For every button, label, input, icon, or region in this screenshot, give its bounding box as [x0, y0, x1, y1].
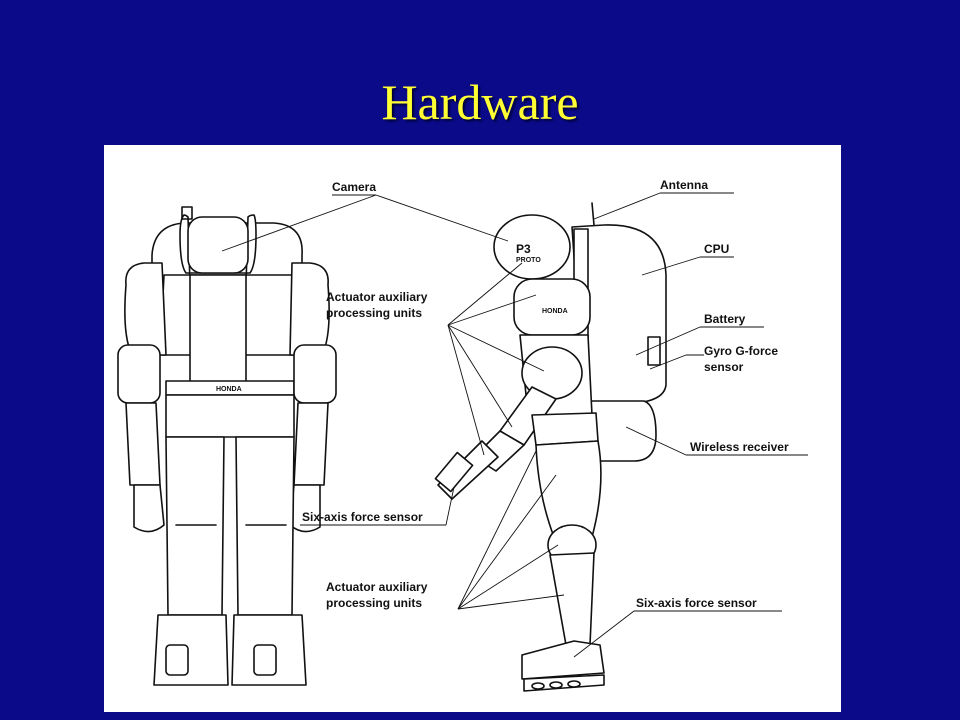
label-gyro-line2: sensor: [704, 360, 744, 374]
robot-side-view: P3 PROTO HONDA: [434, 202, 667, 692]
label-camera: Camera: [332, 180, 376, 194]
leader-lines: [221, 192, 808, 658]
label-actuator-upper-line2: processing units: [326, 306, 422, 320]
label-actuator-lower-line1: Actuator auxiliary: [326, 580, 428, 594]
label-gyro-line1: Gyro G-force: [704, 344, 778, 358]
label-antenna: Antenna: [660, 178, 708, 192]
diagram-labels: Camera Antenna CPU Actuator auxiliary pr…: [302, 178, 789, 610]
label-actuator-upper-line1: Actuator auxiliary: [326, 290, 428, 304]
head-proto-mark: PROTO: [516, 257, 541, 264]
robot-diagram-panel: HONDA: [104, 145, 841, 712]
label-battery: Battery: [704, 312, 746, 326]
label-six-axis-foot: Six-axis force sensor: [636, 596, 757, 610]
label-actuator-lower-line2: processing units: [326, 596, 422, 610]
head-p3-mark: P3: [516, 242, 531, 256]
front-honda-mark: HONDA: [216, 386, 242, 393]
slide-title: Hardware: [381, 74, 579, 130]
side-honda-mark: HONDA: [542, 308, 568, 315]
robot-front-view: HONDA: [117, 206, 337, 686]
robot-diagram: HONDA: [117, 178, 808, 692]
label-six-axis-hand: Six-axis force sensor: [302, 510, 423, 524]
label-cpu: CPU: [704, 242, 729, 256]
label-wireless-receiver: Wireless receiver: [690, 440, 789, 454]
